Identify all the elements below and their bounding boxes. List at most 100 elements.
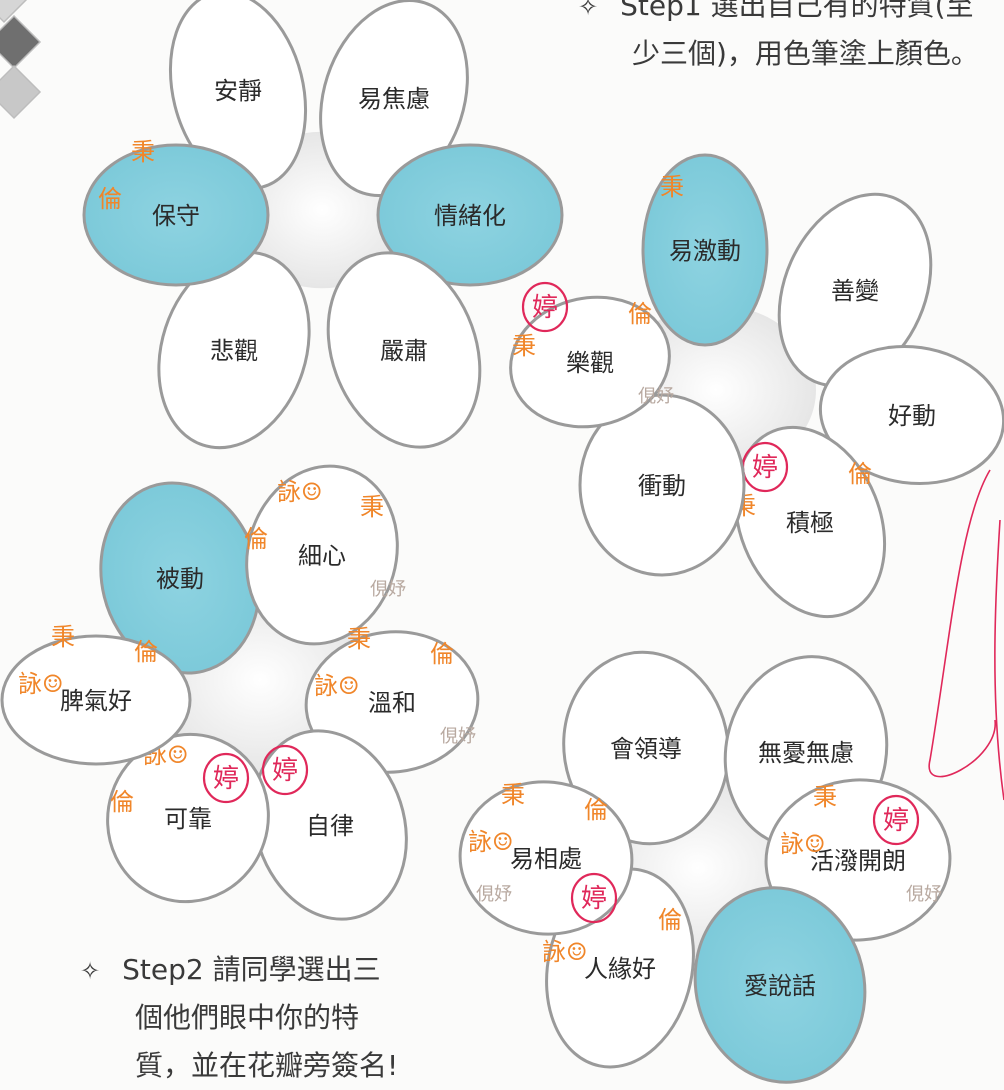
diamond-star-icon: ✧ — [578, 0, 599, 21]
petal-shape — [106, 732, 270, 904]
petal: 衝動 — [578, 393, 746, 577]
petal-label: 易相處 — [510, 845, 582, 873]
petal-label: 無憂無慮 — [758, 739, 854, 767]
signature-bing: 秉 — [660, 173, 684, 201]
signature-lun: 倫 — [98, 185, 122, 213]
petal-shape-highlighted — [641, 153, 769, 347]
signature-jianyu: 俔妤 — [638, 386, 674, 407]
step1-instruction: ✧ Step1 選出自己有的特質(至 — [578, 0, 974, 31]
petal-shape — [168, 0, 308, 190]
signature-lun: 倫 — [244, 525, 268, 553]
signature-lun: 倫 — [110, 788, 134, 816]
petal-shape — [0, 634, 192, 766]
decorative-diamonds — [0, 0, 42, 120]
petal-label: 嚴肅 — [380, 337, 428, 365]
petal: 嚴肅 — [326, 251, 482, 449]
petal-label: 悲觀 — [210, 337, 258, 365]
step2-instruction-cont2: 質，並在花瓣旁簽名! — [135, 1042, 398, 1090]
signature-circle — [872, 794, 920, 846]
step2-line2: 個他們眼中你的特 — [135, 1001, 360, 1034]
signature-bing: 秉 — [51, 623, 75, 651]
signature-yong: 詠☺ — [277, 478, 323, 506]
step1-line2: 少三個)，用色筆塗上顏色。 — [632, 37, 979, 70]
petal: 情緒化 — [376, 143, 564, 287]
pen-stroke — [928, 469, 996, 778]
signature-lun: 倫 — [628, 300, 652, 328]
petal-label: 細心 — [298, 542, 346, 570]
step1-line1: Step1 選出自己有的特質(至 — [620, 0, 974, 22]
step2-instruction-cont: 個他們眼中你的特 — [135, 994, 359, 1042]
signature-ting: 婷 — [752, 453, 778, 483]
signature-jianyu: 俔妤 — [370, 579, 406, 600]
petal-label: 好動 — [888, 402, 936, 430]
signature-ting: 婷 — [213, 764, 239, 794]
signature-lun: 倫 — [658, 906, 682, 934]
signature-lun: 倫 — [430, 640, 454, 668]
diamond-ornament-icon — [0, 0, 28, 24]
petal-label: 情緒化 — [434, 202, 506, 230]
diamond-ornament-icon — [0, 14, 42, 70]
signature-ting: 婷 — [581, 884, 607, 914]
petal: 安靜 — [168, 0, 308, 190]
petal-shape — [578, 393, 746, 577]
signature-bing: 秉 — [501, 781, 525, 809]
petal-label: 可靠 — [164, 805, 212, 833]
petal: 被動 — [99, 481, 261, 675]
signature-yong: 詠☺ — [780, 830, 826, 858]
petal-label: 善變 — [831, 277, 879, 305]
diamond-ornament-icon — [0, 64, 42, 120]
petal-shape-highlighted — [693, 886, 867, 1084]
petal-label: 衝動 — [638, 472, 686, 500]
diamond-star-icon: ✧ — [80, 957, 101, 985]
petal-label: 安靜 — [214, 77, 262, 105]
petal-label: 易激動 — [669, 237, 741, 265]
petal-label: 自律 — [306, 812, 354, 840]
signature-bing: 秉 — [347, 625, 371, 653]
flower-1: 安靜易焦慮情緒化嚴肅悲觀保守秉倫 — [82, 0, 564, 450]
petal-label: 保守 — [152, 202, 200, 230]
signature-bing: 秉 — [512, 332, 536, 360]
signature-ting: 婷 — [272, 756, 298, 786]
signature-ting: 婷 — [883, 806, 909, 836]
petal-label: 易焦慮 — [358, 85, 430, 113]
signature-bing: 秉 — [360, 493, 384, 521]
petal-shape-highlighted — [82, 143, 270, 287]
petal: 愛說話 — [693, 886, 867, 1084]
petal-shape — [818, 344, 1004, 486]
signature-circle — [261, 744, 309, 796]
petal: 易焦慮 — [319, 0, 469, 198]
petal: 人緣好秉詠☺倫 — [542, 867, 695, 1069]
petal-label: 樂觀 — [566, 349, 614, 377]
petal-shape — [245, 464, 399, 646]
petal-shape — [458, 780, 634, 936]
petal-label: 活潑開朗 — [810, 847, 906, 875]
signature-jianyu: 俔妤 — [440, 726, 476, 747]
petal-label: 人緣好 — [584, 955, 656, 983]
petal: 可靠詠☺倫婷 — [106, 732, 270, 904]
petal-shape — [157, 250, 311, 450]
petal-label: 脾氣好 — [60, 687, 132, 715]
petal: 善變 — [777, 192, 933, 388]
petal: 悲觀 — [157, 250, 311, 450]
step2-line1: Step2 請同學選出三 — [122, 953, 381, 986]
step1-instruction-cont: 少三個)，用色筆塗上顏色。 — [632, 30, 979, 78]
signature-yong: 詠☺ — [468, 828, 514, 856]
petal: 細心 詠☺ 倫 秉俔妤 — [244, 464, 406, 646]
signature-bing: 秉 — [131, 138, 155, 166]
petal-label: 被動 — [156, 565, 204, 593]
signature-circle — [202, 752, 250, 804]
petal-shape-highlighted — [376, 143, 564, 287]
petal-shape — [733, 425, 887, 619]
petal-shape — [777, 192, 933, 388]
signature-yong: 詠☺ — [314, 672, 360, 700]
signature-circle — [570, 872, 618, 924]
petal: 保守 秉倫 — [82, 138, 270, 287]
